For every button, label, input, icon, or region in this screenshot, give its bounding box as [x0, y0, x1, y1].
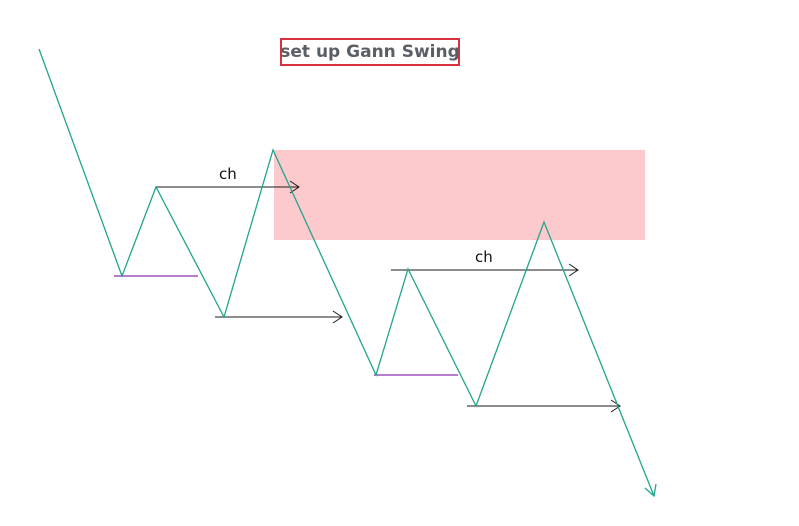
open-arrowhead-icon: [568, 263, 579, 277]
level-arrow-2: [215, 310, 343, 324]
open-arrowhead-icon: [610, 399, 621, 413]
level-arrow-3: [391, 263, 579, 277]
choch-label-2: ch: [475, 248, 493, 266]
level-arrow-1: [156, 180, 300, 194]
open-arrowhead-icon: [289, 180, 300, 194]
supply-zone: [274, 150, 645, 240]
level-arrow-4: [467, 399, 621, 413]
choch-label-1: ch: [219, 165, 237, 183]
price-swing-line: [38, 48, 655, 497]
arrowhead-icon: [644, 483, 657, 498]
title-box: set up Gann Swing: [280, 38, 460, 66]
diagram-title: set up Gann Swing: [280, 42, 460, 62]
open-arrowhead-icon: [332, 310, 343, 324]
